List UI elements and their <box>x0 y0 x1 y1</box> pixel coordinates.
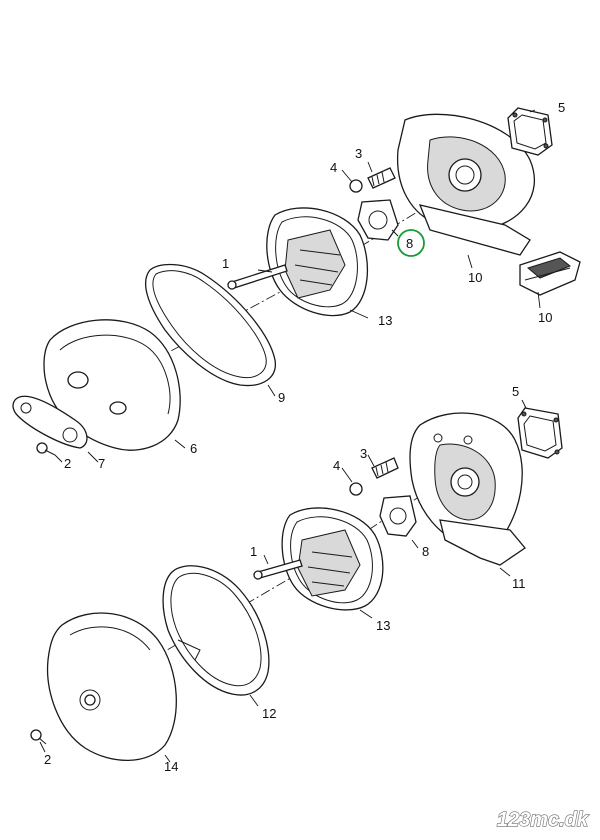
watermark-text: 123mc.dk <box>497 809 589 831</box>
callout-upper-9: 9 <box>278 390 285 405</box>
callout-upper-4: 4 <box>330 160 337 175</box>
gasket-8-upper <box>357 199 399 241</box>
cover-6-upper <box>43 319 181 451</box>
callout-upper-13: 13 <box>378 313 392 328</box>
gasket-5-upper <box>507 107 553 156</box>
callout-lower-8: 8 <box>422 544 429 559</box>
callout-upper-3: 3 <box>355 146 362 161</box>
callout-lower-14: 14 <box>164 759 178 774</box>
callout-upper-10a: 10 <box>468 270 482 285</box>
stud-3-lower <box>371 457 399 479</box>
upper-assembly: 3 4 5 8 1 13 10 10 9 6 2 7 <box>12 100 581 471</box>
callout-upper-5: 5 <box>558 100 565 115</box>
callout-lower-5: 5 <box>512 384 519 399</box>
callout-upper-1: 1 <box>222 256 229 271</box>
callout-lower-3: 3 <box>360 446 367 461</box>
callout-lower-2: 2 <box>44 752 51 767</box>
trim-ring-12-lower <box>162 565 270 696</box>
callout-lower-12: 12 <box>262 706 276 721</box>
highlight-ring-8 <box>397 229 425 257</box>
callout-upper-10b: 10 <box>538 310 552 325</box>
lower-assembly: 3 4 5 8 1 13 11 12 14 2 <box>30 384 563 774</box>
gasket-8-lower <box>379 495 417 537</box>
backplate-upper <box>396 113 536 256</box>
filter-element-13-lower <box>281 507 384 611</box>
gasket-5-lower <box>517 407 563 459</box>
callout-lower-13: 13 <box>376 618 390 633</box>
callout-upper-2: 2 <box>64 456 71 471</box>
screw-2-lower <box>30 729 47 745</box>
screw-1-lower <box>253 559 303 580</box>
callout-lower-4: 4 <box>333 458 340 473</box>
watermark-logo: 123mc.dk <box>496 808 589 831</box>
callout-lower-11: 11 <box>512 576 526 591</box>
backplate-lower <box>409 412 526 566</box>
screw-1-upper <box>227 264 288 290</box>
oring-4-upper <box>349 179 363 193</box>
screw-2-upper <box>36 442 56 456</box>
oring-4-lower <box>349 482 363 496</box>
callout-upper-8: 8 <box>406 236 413 251</box>
callout-upper-7: 7 <box>98 456 105 471</box>
seal-ring-9-upper <box>145 263 276 387</box>
breather-box-upper <box>519 251 581 296</box>
cover-14-lower <box>46 612 177 762</box>
stud-3-upper <box>367 167 396 189</box>
callout-upper-6: 6 <box>190 441 197 456</box>
trim-7-upper <box>12 395 88 449</box>
callout-lower-1: 1 <box>250 544 257 559</box>
filter-element-13-upper <box>266 207 369 317</box>
